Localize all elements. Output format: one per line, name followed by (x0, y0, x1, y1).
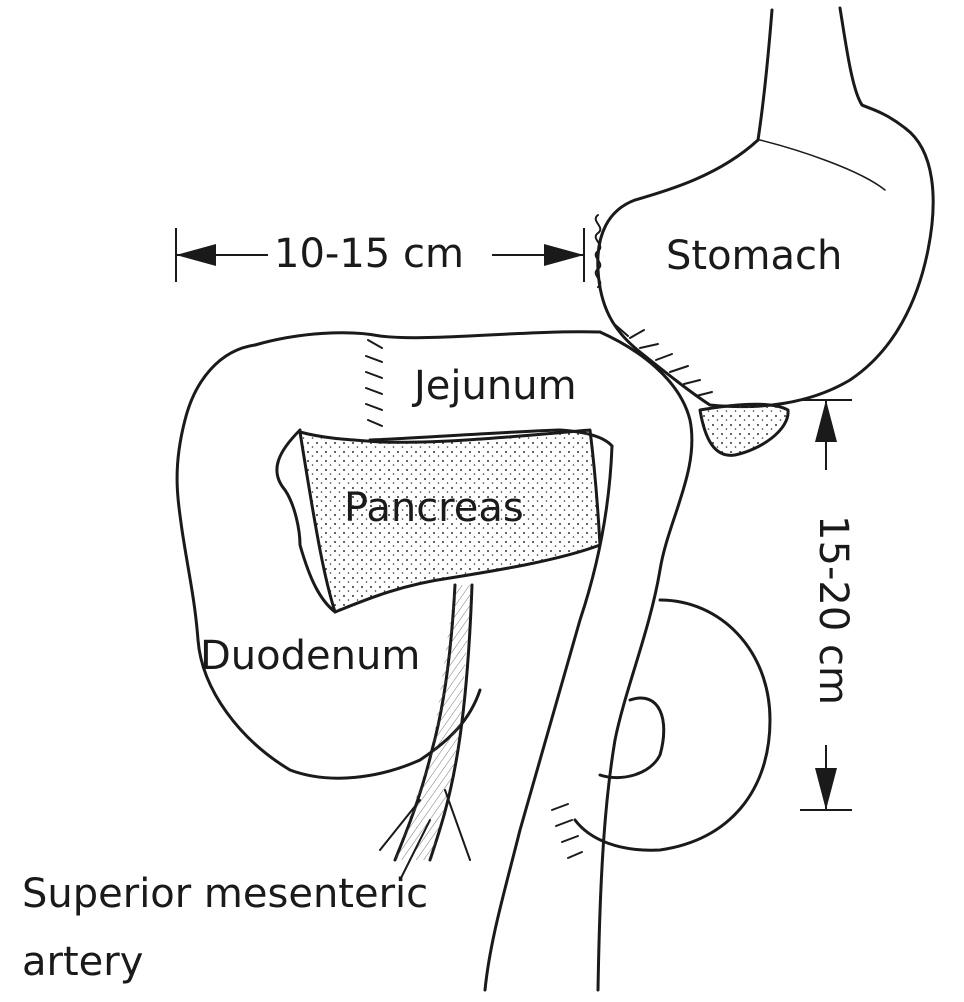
horizontal-dimension (175, 228, 585, 282)
jejunum-limb-left (483, 444, 614, 992)
pancreas-outline (298, 428, 602, 614)
pancreas-label: Pancreas (344, 485, 524, 531)
lower-suture (551, 803, 583, 859)
jejunum-label: Jejunum (414, 363, 577, 409)
duodenum-label: Duodenum (200, 633, 421, 679)
duodenum-outline (175, 343, 482, 780)
jejunum-suture (365, 339, 383, 427)
jejunum-limb-right (596, 330, 694, 992)
vertical-dimension-label: 15-20 cm (810, 509, 856, 711)
duodenum-inner (275, 428, 337, 614)
sma-hatching (395, 585, 472, 860)
sma-branches (379, 789, 471, 881)
stomach-suture (594, 214, 602, 288)
anastomosis-stitches (611, 321, 713, 397)
vertical-dimension (800, 399, 852, 811)
jejunum-outline-top (253, 330, 602, 347)
lower-loop-outline (573, 598, 772, 852)
esophagus-outline (756, 8, 774, 142)
sma-label-line1: Superior mesenteric (22, 871, 429, 917)
stomach-inner-curve (759, 139, 886, 191)
lower-loop-inner (598, 696, 666, 780)
stomach-label: Stomach (666, 233, 843, 279)
sma-outline-right (428, 583, 474, 862)
esophagus-outline-right (838, 6, 864, 107)
horizontal-dimension-label: 10-15 cm (270, 234, 468, 274)
sma-label-line2: artery (22, 939, 144, 985)
jejunum-outline-bottom (368, 428, 614, 448)
pancreatic-tail (698, 402, 790, 457)
